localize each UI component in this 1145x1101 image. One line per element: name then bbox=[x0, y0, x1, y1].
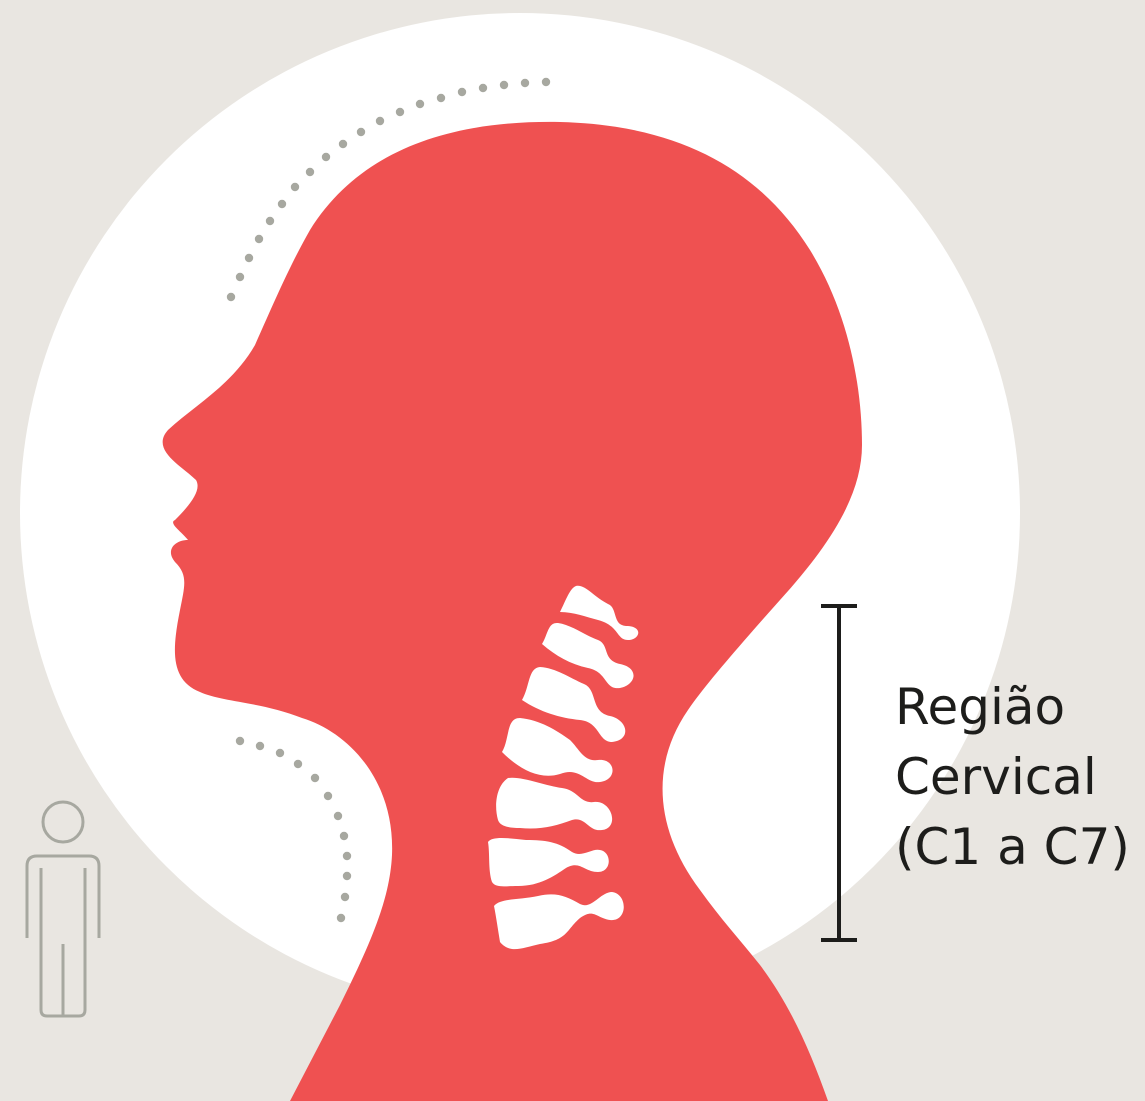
person-outline-icon bbox=[27, 802, 99, 1016]
cervical-region-label: Região Cervical (C1 a C7) bbox=[895, 672, 1130, 882]
label-line-2: Cervical bbox=[895, 742, 1130, 812]
label-line-1: Região bbox=[895, 672, 1130, 742]
label-line-3: (C1 a C7) bbox=[895, 812, 1130, 882]
